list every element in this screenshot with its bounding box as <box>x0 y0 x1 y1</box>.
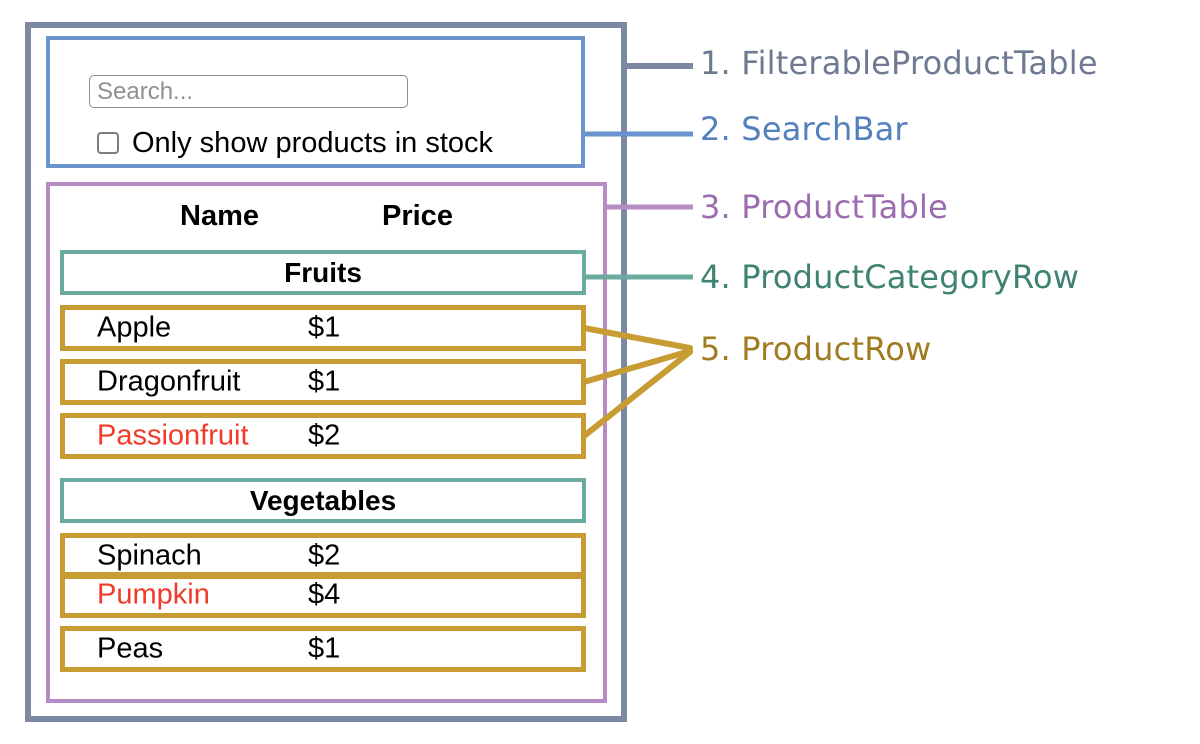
search-bar-boundary <box>46 36 585 168</box>
product-price: $4 <box>308 578 341 611</box>
column-header-name: Name <box>180 200 259 232</box>
category-label: Vegetables <box>249 484 397 516</box>
legend-item-filterable-product-table: 1. FilterableProductTable <box>700 44 1098 82</box>
product-row-dragonfruit: Dragonfruit $1 <box>60 359 586 405</box>
product-row-passionfruit: Passionfruit $2 <box>60 413 586 459</box>
product-row-apple: Apple $1 <box>60 305 586 351</box>
in-stock-checkbox-label: Only show products in stock <box>132 127 494 159</box>
product-name: Apple <box>97 311 172 344</box>
product-price: $1 <box>308 365 341 398</box>
product-row-pumpkin: Pumpkin $4 <box>60 572 586 618</box>
product-name: Spinach <box>97 539 202 572</box>
legend-item-product-table: 3. ProductTable <box>700 188 948 226</box>
product-category-row-fruits: Fruits <box>60 250 586 295</box>
product-table-header: Name Price <box>60 198 586 240</box>
product-price: $2 <box>308 539 341 572</box>
product-price: $1 <box>308 632 341 665</box>
product-table-boundary <box>46 182 607 703</box>
product-row-peas: Peas $1 <box>60 626 586 672</box>
legend-item-product-row: 5. ProductRow <box>700 330 932 368</box>
product-category-row-vegetables: Vegetables <box>60 478 586 523</box>
product-price: $1 <box>308 311 341 344</box>
column-header-price: Price <box>382 200 453 232</box>
category-label: Fruits <box>284 256 362 288</box>
legend-item-product-category-row: 4. ProductCategoryRow <box>700 258 1080 296</box>
product-name: Passionfruit <box>97 419 249 452</box>
search-input[interactable] <box>89 75 408 108</box>
in-stock-filter-row[interactable]: Only show products in stock <box>97 128 493 158</box>
product-name: Peas <box>97 632 164 665</box>
product-name: Dragonfruit <box>97 365 241 398</box>
in-stock-checkbox[interactable] <box>97 132 119 154</box>
product-price: $2 <box>308 419 341 452</box>
product-name: Pumpkin <box>97 578 210 611</box>
search-field-wrapper <box>89 75 408 108</box>
legend-item-search-bar: 2. SearchBar <box>700 110 908 148</box>
